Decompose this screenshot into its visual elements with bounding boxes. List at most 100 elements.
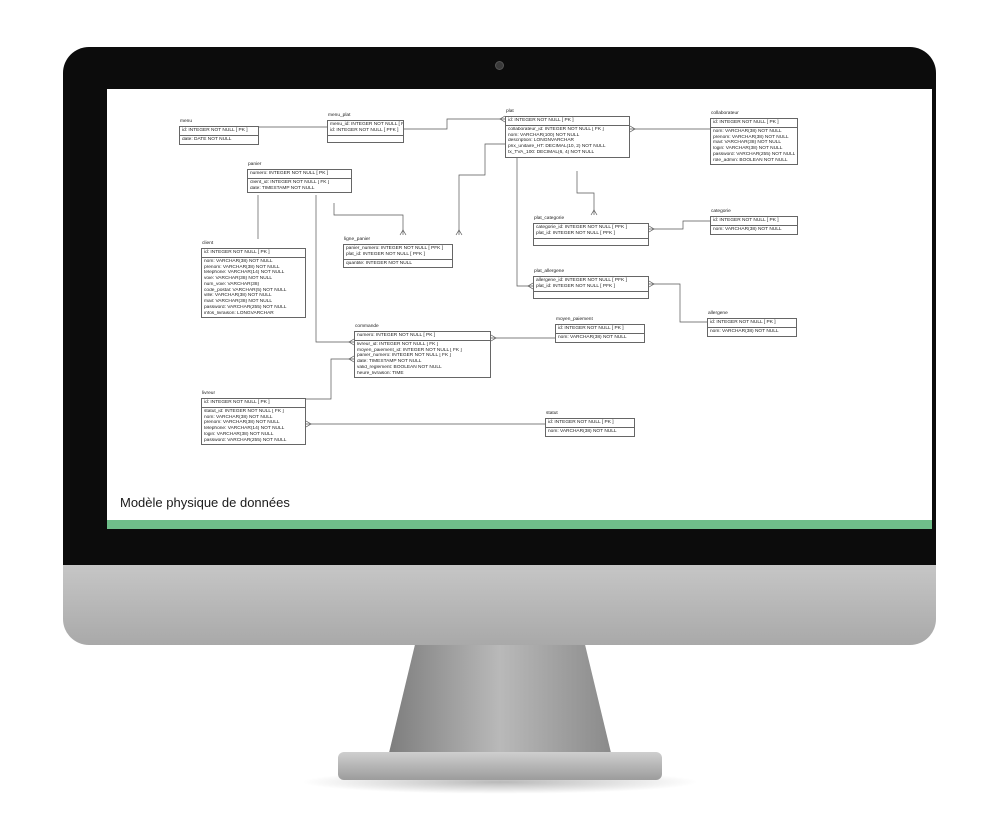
- table-field: tx_TVA_100: DECIMAL(6, 4) NOT NULL: [508, 149, 595, 155]
- primary-key-section: id: INTEGER NOT NULL [ PK ]: [711, 119, 797, 128]
- table-panier: panier numero: INTEGER NOT NULL [ PK ]cli…: [247, 162, 352, 194]
- fields-section: [534, 239, 648, 245]
- table-plat-categorie: plat_categorie categorie_id: INTEGER NOT …: [533, 216, 649, 246]
- table-field: num_voie: VARCHAR(38): [204, 281, 260, 287]
- table-name: panier: [248, 162, 262, 167]
- fields-section: collaborateur_id: INTEGER NOT NULL [ FK …: [506, 126, 629, 157]
- table-box: id: INTEGER NOT NULL [ PK ] nom: VARCHAR(…: [201, 248, 306, 319]
- fields-section: [534, 292, 648, 298]
- table-name: menu_plat: [328, 113, 351, 118]
- table-box: categorie_id: INTEGER NOT NULL [ PFK ]pl…: [533, 223, 649, 246]
- key-field: plat_id: INTEGER NOT NULL [ PFK ]: [536, 283, 615, 289]
- table-box: allergene_id: INTEGER NOT NULL [ PFK ]pl…: [533, 276, 649, 299]
- primary-key-section: panier_numero: INTEGER NOT NULL [ PFK ]p…: [344, 245, 452, 260]
- table-name: commande: [355, 324, 379, 329]
- table-field: statut_id: INTEGER NOT NULL [ FK ]: [204, 408, 284, 414]
- table-field: valid_reglement: BOOLEAN NOT NULL: [357, 364, 442, 370]
- key-field: menu_id: INTEGER NOT NULL [ PFK ]: [330, 122, 403, 127]
- key-field: allergene_id: INTEGER NOT NULL [ PFK ]: [536, 278, 627, 283]
- table-field: login: VARCHAR(38) NOT NULL: [204, 431, 274, 437]
- table-box: menu_id: INTEGER NOT NULL [ PFK ]id: INT…: [327, 120, 404, 143]
- primary-key-section: id: INTEGER NOT NULL [ PK ]: [711, 217, 797, 226]
- fields-section: quantite: INTEGER NOT NULL: [344, 260, 452, 268]
- fields-section: [328, 136, 403, 142]
- table-field: nom: VARCHAR(38) NOT NULL: [713, 226, 782, 232]
- key-field: numero: INTEGER NOT NULL [ PK ]: [357, 333, 436, 338]
- table-field: telephone: VARCHAR(14) NOT NULL: [204, 270, 285, 276]
- fields-section: nom: VARCHAR(38) NOT NULL: [556, 334, 644, 342]
- table-box: numero: INTEGER NOT NULL [ PK ]client_id…: [247, 169, 352, 194]
- fields-section: date: DATE NOT NULL: [180, 136, 258, 144]
- table-field: voie: VARCHAR(38) NOT NULL: [204, 276, 273, 281]
- primary-key-section: categorie_id: INTEGER NOT NULL [ PFK ]pl…: [534, 224, 648, 239]
- table-field: login: VARCHAR(38) NOT NULL: [713, 146, 783, 151]
- table-field: nom: VARCHAR(38) NOT NULL: [558, 334, 627, 340]
- fields-section: statut_id: INTEGER NOT NULL [ FK ]nom: V…: [202, 408, 305, 445]
- monitor-stand-neck: [388, 645, 612, 757]
- fields-section: nom: VARCHAR(38) NOT NULL: [708, 328, 796, 336]
- primary-key-section: numero: INTEGER NOT NULL [ PK ]: [355, 332, 490, 341]
- table-livreur: livreur id: INTEGER NOT NULL [ PK ]statut…: [201, 391, 306, 446]
- key-field: categorie_id: INTEGER NOT NULL [ PFK ]: [536, 225, 627, 230]
- primary-key-section: id: INTEGER NOT NULL [ PK ]: [202, 399, 305, 408]
- key-field: id: INTEGER NOT NULL [ PK ]: [558, 326, 624, 331]
- table-name: categorie: [711, 209, 731, 214]
- primary-key-section: menu_id: INTEGER NOT NULL [ PFK ]id: INT…: [328, 121, 403, 136]
- table-field: prenom: VARCHAR(38) NOT NULL: [204, 264, 280, 270]
- camera-icon: [495, 61, 504, 70]
- table-client: client id: INTEGER NOT NULL [ PK ] nom: VA…: [201, 241, 306, 319]
- primary-key-section: id: INTEGER NOT NULL [ PK ]: [546, 419, 634, 428]
- table-field: quantite: INTEGER NOT NULL: [346, 260, 413, 266]
- table-field: role_admin: BOOLEAN NOT NULL: [713, 157, 788, 163]
- table-name: allergene: [708, 311, 728, 316]
- key-field: id: INTEGER NOT NULL [ PK ]: [548, 420, 614, 425]
- table-field: heure_livraison: TIME: [357, 370, 404, 376]
- key-field: id: INTEGER NOT NULL [ PK ]: [508, 118, 574, 123]
- table-field: date: TIMESTAMP NOT NULL: [250, 185, 315, 191]
- table-field: client_id: INTEGER NOT NULL [ FK ]: [250, 179, 330, 185]
- table-name: client: [202, 241, 214, 246]
- table-field: nom: VARCHAR(38) NOT NULL: [710, 328, 779, 334]
- table-name: plat: [506, 109, 514, 114]
- slide-footer-bar: [107, 520, 932, 529]
- table-plat: plat id: INTEGER NOT NULL [ PK ] collabora…: [505, 109, 630, 158]
- table-field: nom: VARCHAR(38) NOT NULL: [204, 258, 273, 264]
- table-field: nom: VARCHAR(100) NOT NULL: [508, 132, 580, 138]
- table-categorie: categorie id: INTEGER NOT NULL [ PK ] nom:…: [710, 209, 798, 235]
- table-name: livreur: [202, 391, 216, 396]
- table-field: ville: VARCHAR(38) NOT NULL: [204, 293, 272, 299]
- table-box: id: INTEGER NOT NULL [ PK ] nom: VARCHAR(…: [710, 216, 798, 235]
- table-field: password: VARCHAR(255) NOT NULL: [713, 151, 795, 157]
- table-field: nom: VARCHAR(38) NOT NULL: [713, 128, 782, 134]
- table-allergene: allergene id: INTEGER NOT NULL [ PK ]nom:…: [707, 311, 797, 337]
- table-field: date: TIMESTAMP NOT NULL: [357, 359, 422, 364]
- table-field: prenom: VARCHAR(38) NOT NULL: [204, 420, 280, 426]
- table-field: password: VARCHAR(255) NOT NULL: [204, 304, 287, 310]
- key-field: id: INTEGER NOT NULL [ PK ]: [713, 218, 779, 223]
- primary-key-section: id: INTEGER NOT NULL [ PK ]: [708, 319, 796, 328]
- table-menu-plat: menu_plat menu_id: INTEGER NOT NULL [ PFK…: [327, 113, 404, 143]
- table-box: panier_numero: INTEGER NOT NULL [ PFK ]p…: [343, 244, 453, 269]
- key-field: id: INTEGER NOT NULL [ PK ]: [204, 250, 270, 255]
- table-box: id: INTEGER NOT NULL [ PK ] nom: VARCHAR(…: [710, 118, 798, 166]
- table-field: panier_numero: INTEGER NOT NULL [ FK ]: [357, 353, 451, 359]
- fields-section: nom: VARCHAR(38) NOT NULL: [546, 428, 634, 436]
- key-field: id: INTEGER NOT NULL [ PK ]: [182, 128, 248, 133]
- primary-key-section: id: INTEGER NOT NULL [ PK ]: [506, 117, 629, 126]
- table-field: mail: VARCHAR(38) NOT NULL: [204, 299, 273, 304]
- key-field: id: INTEGER NOT NULL [ PK ]: [713, 120, 779, 125]
- table-name: collaborateur: [711, 111, 739, 116]
- slide-title: Modèle physique de données: [120, 495, 290, 510]
- key-field: panier_numero: INTEGER NOT NULL [ PFK ]: [346, 246, 444, 251]
- table-name: plat_categorie: [534, 216, 565, 221]
- table-field: moyen_paiement_id: INTEGER NOT NULL [ FK…: [357, 347, 462, 353]
- table-name: ligne_panier: [344, 237, 371, 242]
- table-box: id: INTEGER NOT NULL [ PK ] date: DATE NO…: [179, 126, 259, 145]
- table-box: id: INTEGER NOT NULL [ PK ] nom: VARCHAR(…: [545, 418, 635, 437]
- table-field: infos_livraison: LONGVARCHAR: [204, 310, 274, 316]
